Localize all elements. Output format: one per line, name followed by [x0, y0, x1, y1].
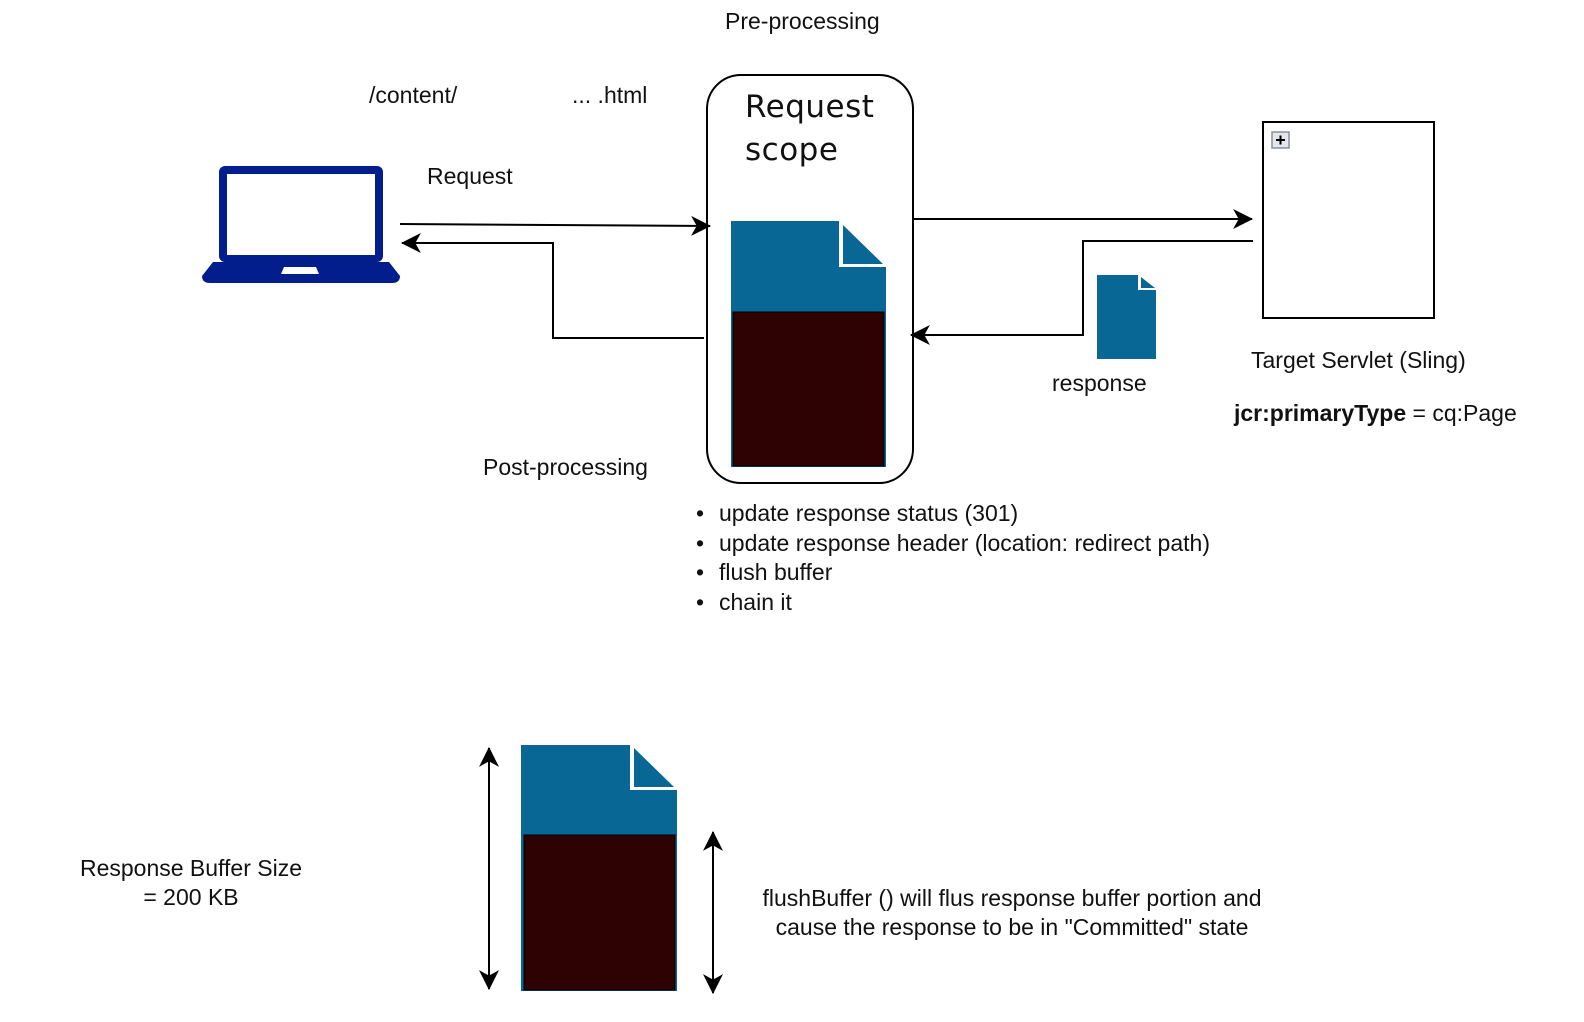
request-scope-title-line2: scope: [745, 132, 839, 168]
list-item: update response status (301): [696, 499, 1210, 529]
url-path-end: ... .html: [572, 82, 648, 108]
request-scope-title: Request scope: [745, 86, 874, 172]
primary-type-key: jcr:primaryType: [1234, 400, 1407, 426]
flushed-buffer-portion: [523, 834, 676, 991]
target-servlet-label: Target Servlet (Sling): [1251, 347, 1466, 373]
flush-buffer-note: flushBuffer () will flus response buffer…: [732, 884, 1292, 942]
post-processing-label: Post-processing: [483, 454, 648, 480]
plus-box-icon[interactable]: [1271, 131, 1290, 149]
response-document-icon: [1097, 275, 1156, 359]
target-servlet-box: [1262, 121, 1435, 319]
servlet-response-arrow: [909, 240, 1253, 345]
buffer-size-line2: = 200 KB: [143, 884, 239, 910]
request-scope-title-line1: Request: [745, 89, 875, 125]
laptop-icon: [202, 166, 400, 283]
document-icon: [731, 221, 886, 467]
buffer-portion: [732, 311, 885, 467]
response-return-arrow: [400, 233, 704, 339]
request-label: Request: [427, 163, 513, 189]
buffer-size-line1: Response Buffer Size: [79, 855, 303, 881]
primary-type-label: jcr:primaryType = cq:Page: [1234, 402, 1517, 425]
response-label: response: [1052, 370, 1147, 396]
pre-processing-label: Pre-processing: [725, 8, 880, 34]
request-arrow: [399, 215, 712, 236]
filter-actions-list: update response status (301) update resp…: [696, 499, 1210, 617]
primary-type-value: cq:Page: [1432, 400, 1517, 426]
flush-note-line1: flushBuffer () will flus response buffer…: [762, 885, 1262, 911]
list-item: flush buffer: [696, 558, 1210, 588]
buffer-size-label: Response Buffer Size = 200 KB: [60, 854, 322, 912]
list-item: chain it: [696, 588, 1210, 618]
list-item: update response header (location: redire…: [696, 529, 1210, 559]
flush-note-line2: cause the response to be in "Committed" …: [775, 914, 1249, 940]
request-scope-box: [706, 74, 914, 484]
buffer-document-icon: [521, 745, 677, 991]
primary-type-eq: =: [1406, 400, 1433, 426]
url-path-start: /content/: [369, 82, 458, 108]
